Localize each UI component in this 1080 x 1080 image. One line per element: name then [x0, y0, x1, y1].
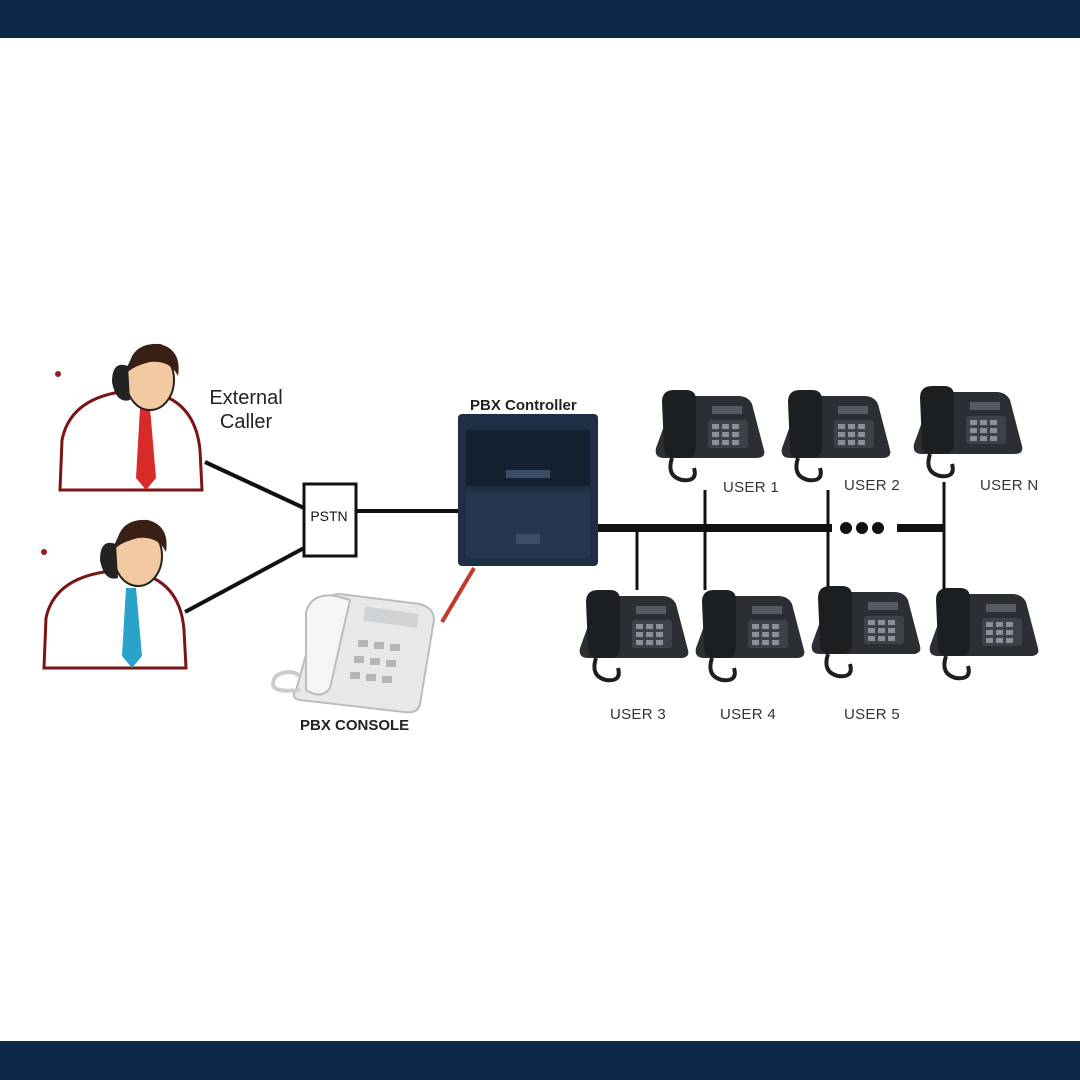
- user-4-label: USER 4: [720, 706, 776, 723]
- user-n-phone-icon: [911, 384, 1025, 479]
- user-2-phone-icon: [779, 388, 893, 483]
- pstn-label: PSTN: [310, 508, 348, 524]
- user-3-label: USER 3: [610, 706, 666, 723]
- handset-icon: [100, 542, 118, 579]
- pbx-controller-label: PBX Controller: [470, 397, 577, 414]
- handset-icon: [112, 364, 130, 401]
- user-3-phone-icon: [577, 588, 691, 683]
- user-5-phone-icon: [809, 584, 923, 679]
- external-caller-label-line2: Caller: [219, 411, 273, 433]
- bottom-frame-bar: [0, 1041, 1080, 1080]
- user-n-label: USER N: [980, 477, 1039, 494]
- pbx-console-label: PBX CONSOLE: [300, 717, 410, 734]
- user-2-label: USER 2: [844, 477, 900, 494]
- user-5-label: USER 5: [844, 706, 900, 723]
- user-6-phone-icon: [927, 586, 1041, 681]
- user-1-phone-icon: [653, 388, 767, 483]
- user-1-label: USER 1: [723, 479, 779, 496]
- external-caller-2: [41, 519, 188, 670]
- connection-lines: [184, 460, 946, 624]
- external-caller-1: [55, 343, 204, 492]
- user-4-phone-icon: [693, 588, 807, 683]
- red-tie-icon: [136, 408, 156, 490]
- pstn-box: [302, 482, 358, 558]
- pbx-cabinet-icon: [458, 414, 598, 566]
- external-caller-label-line1: External: [209, 387, 283, 409]
- top-frame-bar: [0, 0, 1080, 38]
- blue-tie-icon: [122, 588, 142, 668]
- external-caller-label: External Caller: [205, 386, 287, 434]
- console-phone-icon: [271, 592, 436, 714]
